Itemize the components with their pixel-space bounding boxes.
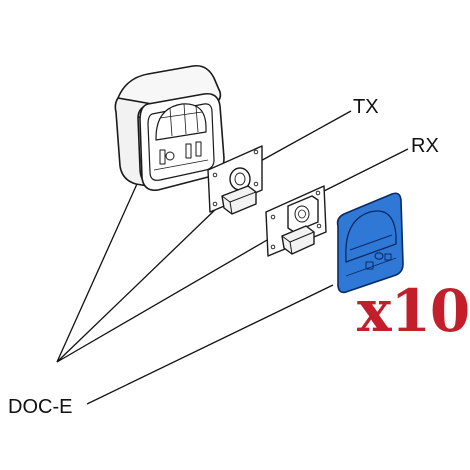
tx-leader-line (256, 110, 352, 164)
leader-to-blue-cover (86, 284, 334, 405)
blue-cover-arch (345, 210, 397, 263)
doc-e-leader-lines (56, 174, 334, 405)
tx-label: TX (353, 96, 379, 118)
rx-plate (265, 185, 327, 257)
rx-label: RX (411, 135, 439, 157)
doc-e-label: DOC-E (8, 396, 72, 418)
tx-plate (207, 145, 263, 215)
housing-enclosure (114, 64, 225, 192)
leader-to-tx-plate (56, 205, 220, 363)
quantity-label: x10 (357, 277, 469, 345)
rx-leader-line (311, 148, 409, 198)
highlighted-blue-cover (336, 192, 404, 294)
leader-to-rx-plate (56, 235, 275, 363)
leader-to-housing (56, 174, 142, 363)
